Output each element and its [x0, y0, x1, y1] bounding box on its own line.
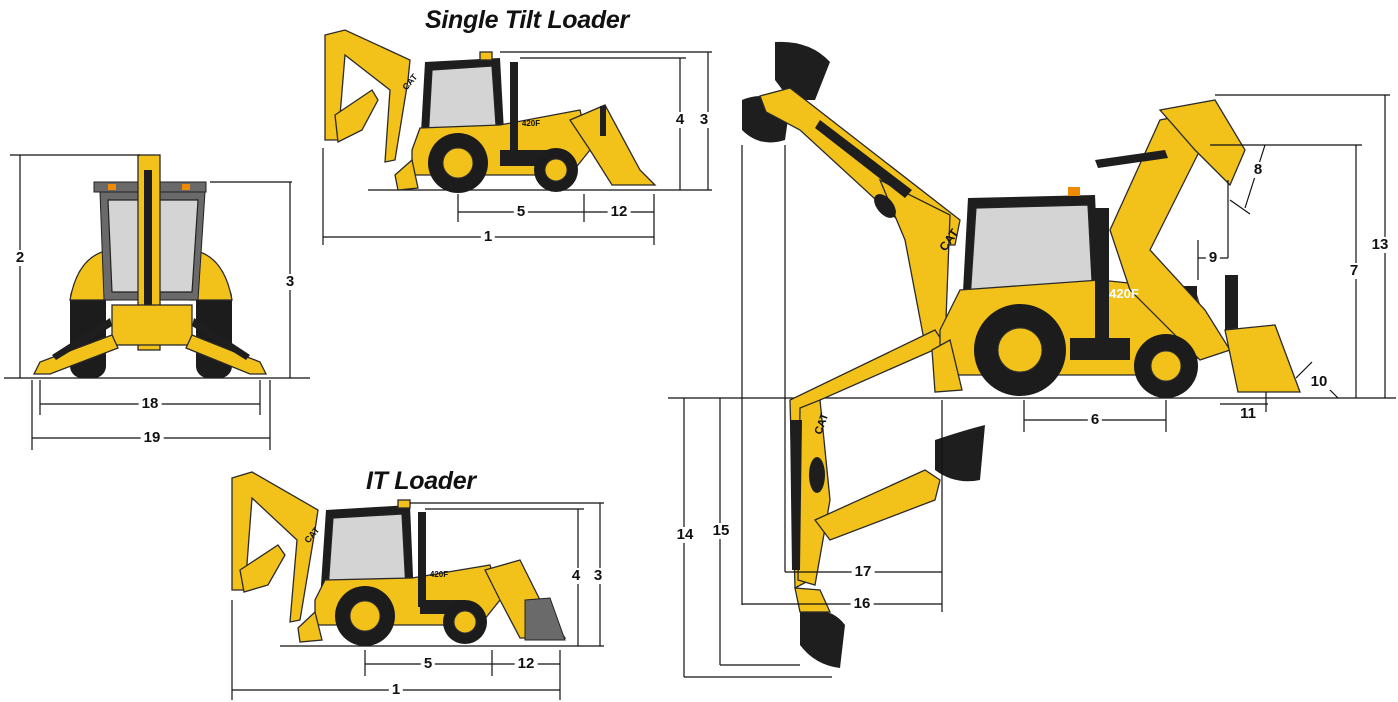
dim-label-3-rear: 3: [282, 274, 298, 290]
model-badge-it: 420F: [429, 570, 449, 579]
dim-label-6: 6: [1087, 412, 1103, 428]
dim-label-5-single-tilt: 5: [513, 204, 529, 220]
dim-label-3-it: 3: [590, 568, 606, 584]
dim-label-16: 16: [850, 596, 874, 612]
dim-label-5-it: 5: [420, 656, 436, 672]
rear-view-machine: [4, 154, 310, 379]
dim-label-10: 10: [1307, 374, 1331, 390]
dim-label-4-it: 4: [568, 568, 584, 584]
dim-label-14: 14: [673, 527, 697, 543]
dim-label-2: 2: [12, 250, 28, 266]
dim-label-15: 15: [709, 523, 733, 539]
dim-label-13: 13: [1368, 237, 1392, 253]
dim-label-18: 18: [138, 396, 162, 412]
single-tilt-loader-title: Single Tilt Loader: [425, 6, 629, 34]
dim-label-12-single-tilt: 12: [607, 204, 631, 220]
dim-label-1-it: 1: [388, 682, 404, 698]
it-loader-title: IT Loader: [366, 467, 476, 495]
dim-label-12-it: 12: [514, 656, 538, 672]
dim-label-19: 19: [140, 430, 164, 446]
model-badge: 420F: [521, 119, 541, 128]
model-badge-large: 420F: [1109, 286, 1139, 301]
dim-label-11: 11: [1237, 406, 1259, 422]
dim-label-3-single-tilt: 3: [696, 112, 712, 128]
dim-label-1-single-tilt: 1: [480, 229, 496, 245]
dim-label-17: 17: [851, 564, 875, 580]
it-loader-machine: [231, 471, 604, 647]
dim-label-9: 9: [1205, 250, 1221, 266]
large-side-view-machine: [668, 41, 1396, 668]
dim-label-4-single-tilt: 4: [672, 112, 688, 128]
dim-label-7: 7: [1346, 263, 1362, 279]
dim-label-8: 8: [1250, 162, 1266, 178]
single-tilt-machine: [324, 29, 712, 193]
